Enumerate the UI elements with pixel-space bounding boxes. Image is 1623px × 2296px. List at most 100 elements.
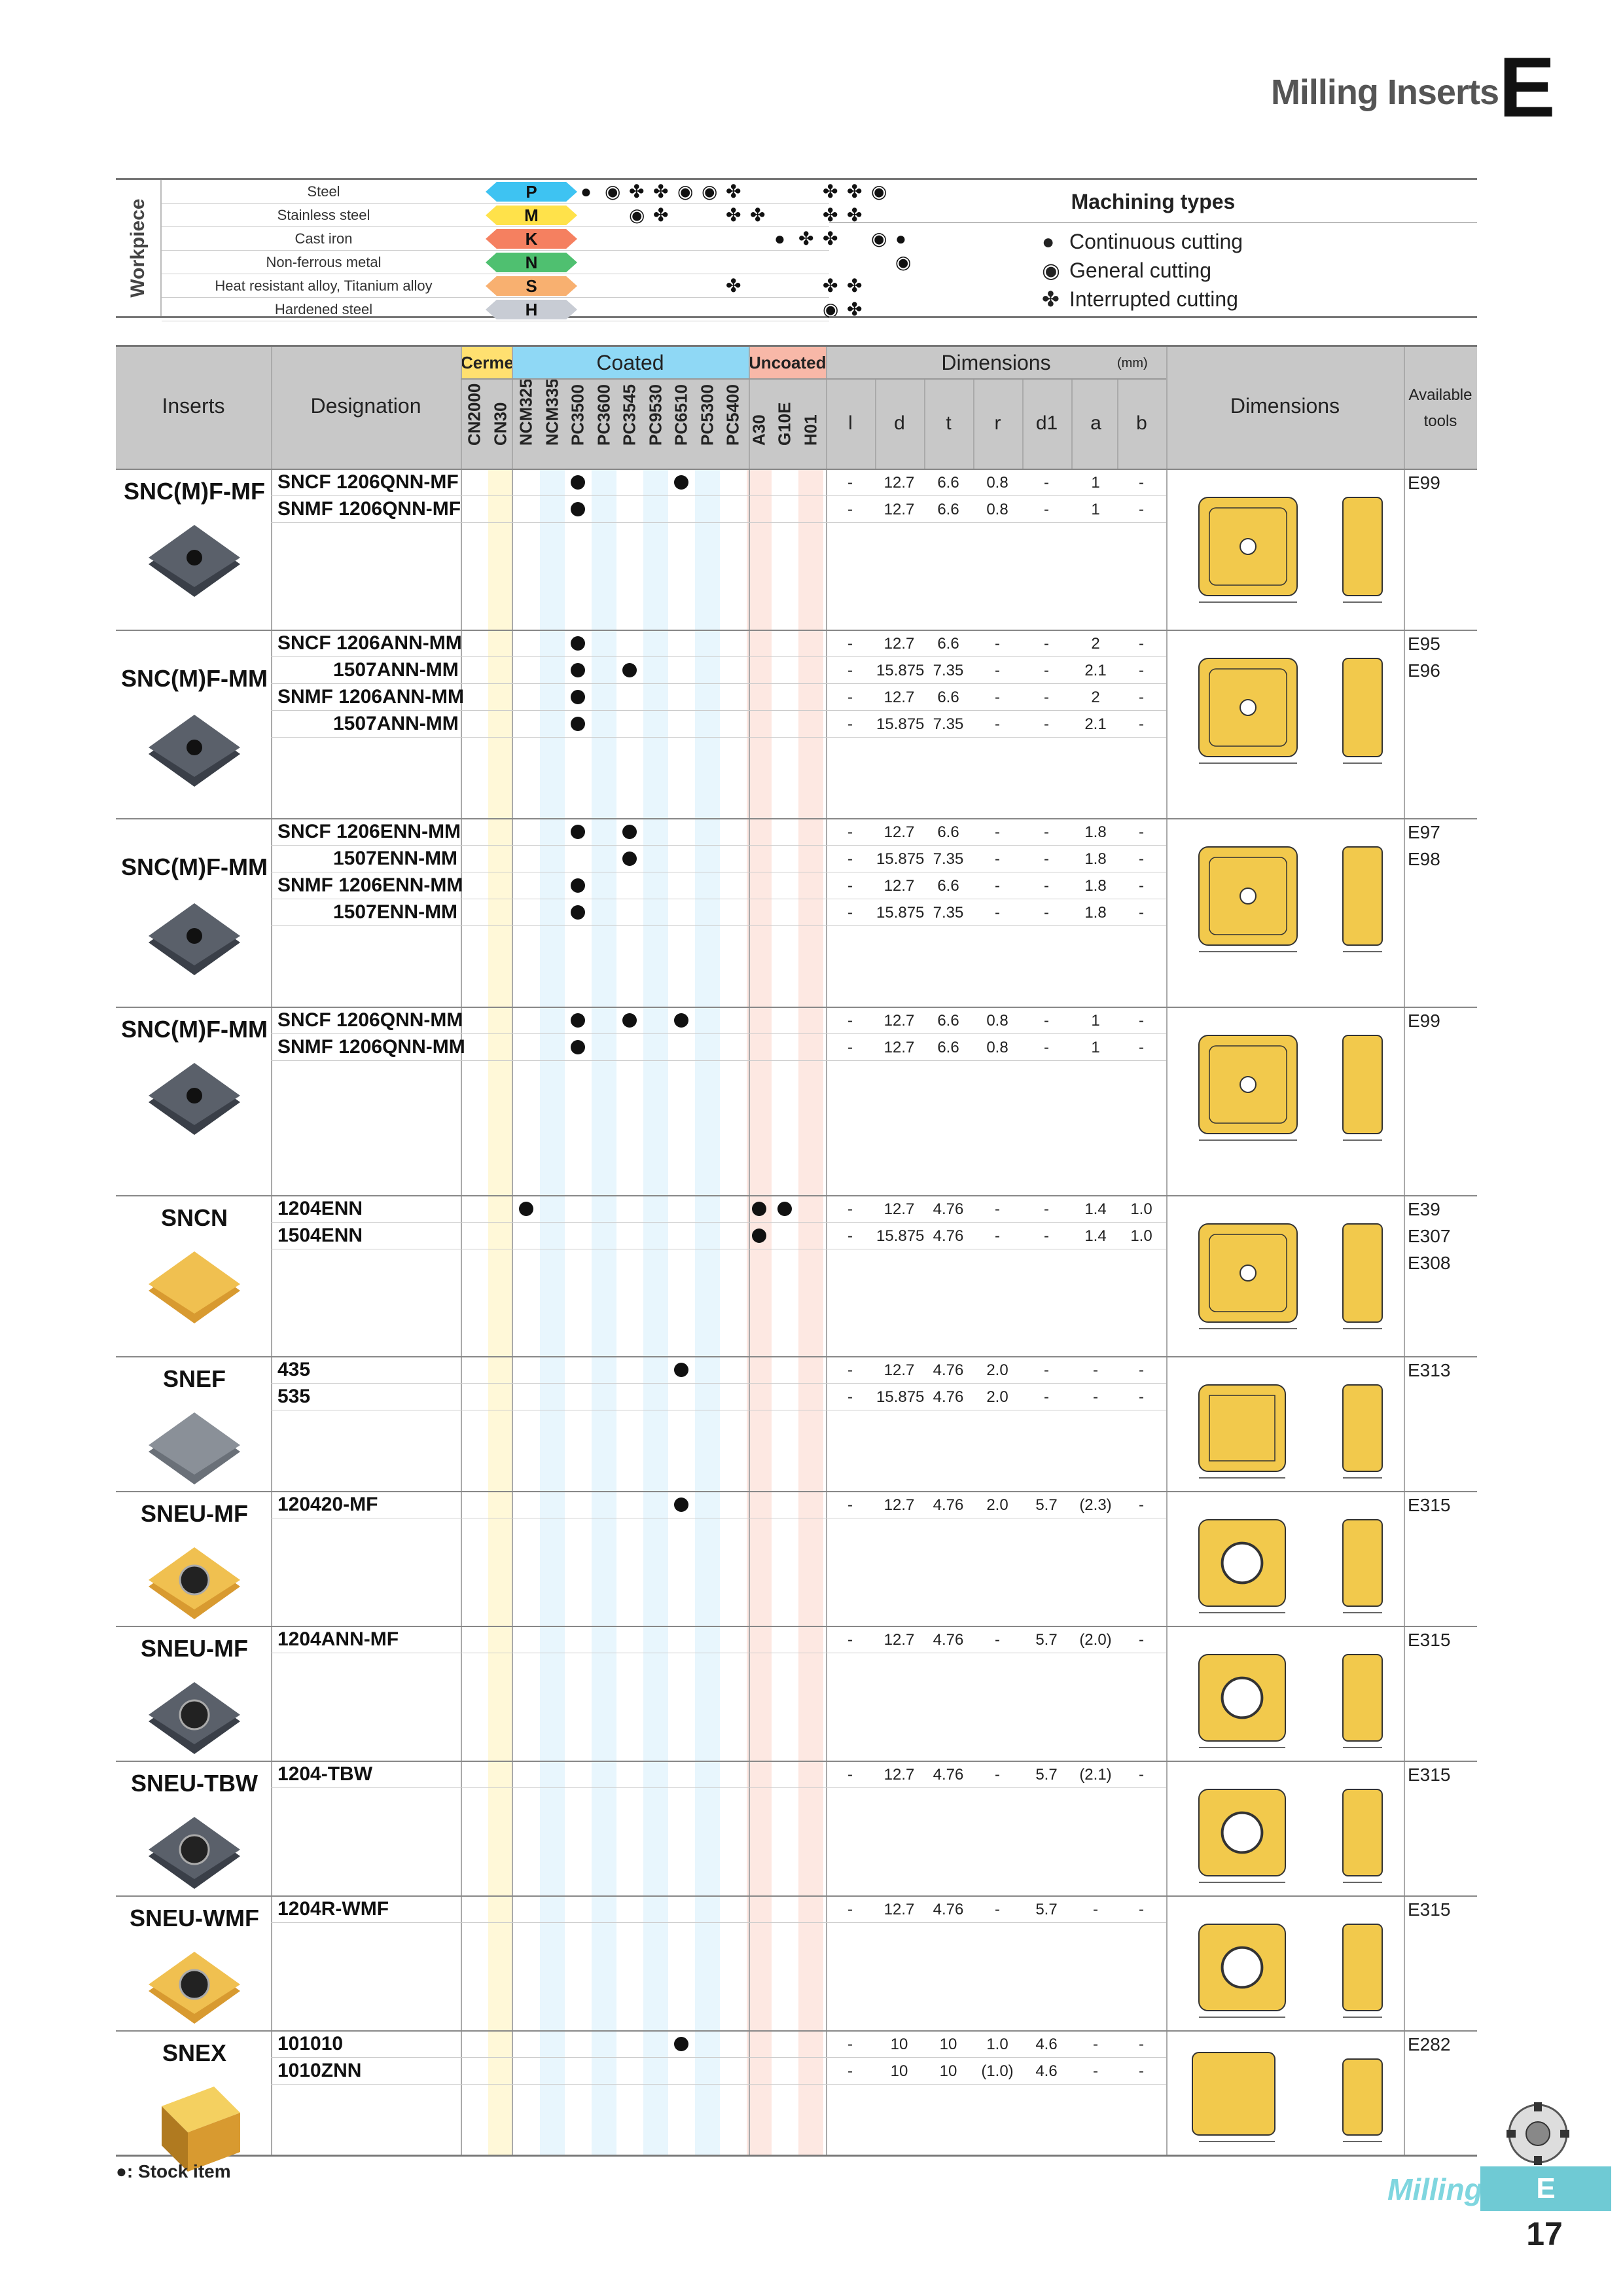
dim-value: - bbox=[1044, 1012, 1049, 1030]
grade-column-bg bbox=[798, 469, 823, 2155]
dim-value: - bbox=[1139, 474, 1144, 492]
stock-dot bbox=[571, 1013, 585, 1028]
dim-value: - bbox=[847, 1200, 853, 1218]
designation: 1204R-WMF bbox=[277, 1898, 389, 1920]
row-line bbox=[271, 656, 1166, 657]
insert-photo bbox=[135, 702, 253, 806]
row-line bbox=[271, 2084, 1166, 2085]
machining-mark: ● bbox=[774, 228, 785, 249]
machining-mark: ◉ bbox=[677, 181, 694, 202]
grade-header: PC6510 bbox=[671, 384, 691, 446]
header-available-tools: Available tools bbox=[1408, 386, 1472, 430]
column-divider bbox=[973, 378, 974, 469]
designation: 120420-MF bbox=[277, 1494, 378, 1515]
designation: 435 bbox=[277, 1359, 311, 1380]
dim-value: 1 bbox=[1091, 474, 1100, 492]
header-coated: Coated bbox=[512, 347, 749, 378]
grade-header: NCM335 bbox=[542, 378, 562, 446]
designation: 1507ANN-MM bbox=[333, 713, 459, 734]
dim-value: 12.7 bbox=[883, 1012, 915, 1030]
dim-value: - bbox=[1139, 635, 1144, 653]
dim-header-l: l bbox=[848, 412, 853, 434]
group-divider bbox=[116, 1761, 1477, 1762]
dim-value: (2.3) bbox=[1079, 1496, 1112, 1514]
dim-value: - bbox=[847, 2036, 853, 2053]
designation: SNMF 1206QNN-MF bbox=[277, 498, 461, 520]
dim-value: 1.0 bbox=[986, 2036, 1008, 2053]
section-letter: E bbox=[1499, 39, 1556, 135]
machining-types-legend: Machining types ●Continuous cutting ◉Gen… bbox=[829, 178, 1477, 318]
dim-value: - bbox=[995, 1901, 1000, 1918]
dim-value: 10 bbox=[939, 2062, 957, 2080]
dim-value: - bbox=[1139, 1039, 1144, 1056]
designation: 1204ANN-MF bbox=[277, 1628, 399, 1650]
dim-value: - bbox=[1139, 877, 1144, 895]
grade-header: PC3545 bbox=[619, 384, 639, 446]
dim-value: - bbox=[847, 850, 853, 868]
dim-value: - bbox=[1139, 715, 1144, 733]
dim-value: 7.35 bbox=[933, 850, 964, 868]
dim-value: 1.4 bbox=[1084, 1200, 1107, 1218]
insert-name: SNCN bbox=[160, 1204, 228, 1231]
designation: 535 bbox=[277, 1386, 311, 1407]
dim-value: 2.0 bbox=[986, 1388, 1008, 1406]
dim-value: 4.76 bbox=[933, 1200, 964, 1218]
dim-value: - bbox=[995, 635, 1000, 653]
dim-value: - bbox=[1139, 850, 1144, 868]
machining-mark: ◉ bbox=[895, 252, 912, 272]
machining-mark: ◉ bbox=[871, 228, 887, 249]
dim-value: - bbox=[847, 823, 853, 841]
available-tool: E99 bbox=[1408, 473, 1440, 493]
dim-value: (1.0) bbox=[981, 2062, 1014, 2080]
insert-photo bbox=[135, 1534, 253, 1639]
dim-value: - bbox=[1093, 1361, 1098, 1379]
designation: 1204ENN bbox=[277, 1198, 363, 1219]
iso-tag: S bbox=[486, 276, 577, 296]
stock-dot bbox=[571, 502, 585, 516]
stock-dot bbox=[571, 663, 585, 677]
dim-value: - bbox=[1044, 904, 1049, 922]
dim-value: - bbox=[1139, 1901, 1144, 1918]
machining-mark: ✤ bbox=[847, 181, 863, 202]
group-divider bbox=[116, 469, 1477, 470]
row-line bbox=[271, 1222, 1166, 1223]
column-divider bbox=[512, 347, 513, 2155]
dim-value: - bbox=[995, 1631, 1000, 1649]
dim-value: 7.35 bbox=[933, 662, 964, 679]
stock-dot bbox=[571, 717, 585, 731]
general-cutting-icon: ◉ bbox=[1042, 259, 1060, 282]
dim-value: 1.4 bbox=[1084, 1227, 1107, 1245]
group-divider bbox=[116, 1356, 1477, 1357]
stock-dot bbox=[674, 1013, 688, 1028]
stock-dot bbox=[622, 1013, 637, 1028]
row-line bbox=[271, 2057, 1166, 2058]
dim-value: 15.875 bbox=[876, 662, 925, 679]
grade-column-bg bbox=[539, 469, 565, 2155]
dim-value: 6.6 bbox=[937, 501, 959, 518]
dim-value: - bbox=[995, 1766, 1000, 1784]
grade-header: PC5300 bbox=[697, 384, 717, 446]
grade-header: PC3600 bbox=[594, 384, 613, 446]
dim-value: 4.76 bbox=[933, 1388, 964, 1406]
dim-value: 7.35 bbox=[933, 715, 964, 733]
interrupted-cutting-icon: ✤ bbox=[1042, 287, 1060, 311]
dim-value: 6.6 bbox=[937, 877, 959, 895]
designation: 1204-TBW bbox=[277, 1763, 373, 1785]
dim-value: - bbox=[847, 1361, 853, 1379]
available-tool: E99 bbox=[1408, 1011, 1440, 1031]
available-tool: E98 bbox=[1408, 849, 1440, 869]
dim-value: - bbox=[1044, 501, 1049, 518]
dim-value: - bbox=[1093, 1901, 1098, 1918]
stock-dot bbox=[571, 690, 585, 704]
dim-value: - bbox=[1139, 2036, 1144, 2053]
grade-header: G10E bbox=[774, 402, 794, 446]
row-line bbox=[271, 710, 1166, 711]
group-divider bbox=[116, 1491, 1477, 1492]
insert-photo bbox=[135, 1238, 253, 1343]
dim-value: 4.76 bbox=[933, 1631, 964, 1649]
dim-value: 10 bbox=[939, 2036, 957, 2053]
stock-dot bbox=[674, 2037, 688, 2051]
dim-header-t: t bbox=[946, 412, 952, 434]
header-drawing: Dimensions bbox=[1230, 394, 1340, 418]
